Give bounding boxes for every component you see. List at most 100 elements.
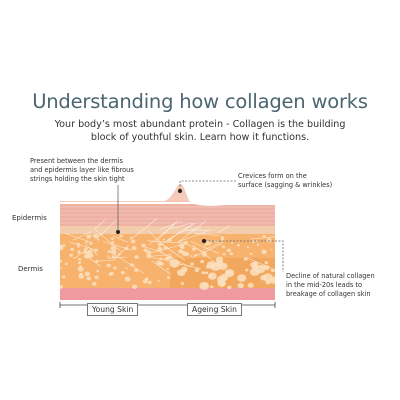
- dermis-cell: [110, 249, 117, 255]
- dermis-cell: [131, 284, 138, 289]
- dermis-cell: [61, 275, 66, 279]
- annotation-fibrous-line-3: strings holding the skin tight: [30, 174, 125, 183]
- dermis-cell: [130, 239, 136, 244]
- dermis-cell: [190, 262, 194, 266]
- dermis-cell: [124, 246, 129, 251]
- dermis-cell: [120, 270, 125, 275]
- dermis-cell: [204, 271, 209, 275]
- dermis-cell: [194, 254, 198, 257]
- dermis-cell: [221, 238, 225, 241]
- dermis-cell: [60, 245, 64, 251]
- dermis-cell: [192, 247, 196, 251]
- subtitle-line-2: block of youthful skin. Learn how it fun…: [90, 131, 310, 143]
- dermis-cell: [226, 248, 232, 253]
- dermis-cell: [69, 253, 73, 257]
- dermis-cell: [204, 243, 207, 246]
- dermis-cell: [110, 243, 114, 246]
- dermis-cell: [143, 248, 148, 252]
- dermis-cell: [110, 246, 117, 251]
- collagen-fiber: [93, 220, 106, 230]
- dermis-cell: [221, 245, 226, 249]
- leader-collagen-decline: [205, 240, 284, 272]
- dermis-cell: [159, 257, 163, 261]
- dermis-cell: [194, 268, 200, 273]
- dermis-cell: [201, 271, 205, 275]
- dermis-cell: [243, 257, 248, 261]
- marker-fibrous-strings: [116, 230, 120, 234]
- dermis-cell: [203, 282, 208, 287]
- dermis-cell: [142, 279, 148, 284]
- dermis-cell: [92, 282, 97, 286]
- dermis-cell: [60, 267, 62, 270]
- dermis-cell: [157, 246, 163, 252]
- annotation-crevices-line-1: Crevices form on the: [238, 172, 307, 180]
- dermis-cell: [266, 238, 272, 243]
- dermis-cell: [247, 282, 254, 288]
- dermis-cell: [134, 268, 139, 272]
- dermis-cell: [166, 267, 169, 270]
- dermis-cell: [76, 242, 81, 247]
- dermis-cell: [109, 271, 114, 276]
- dermis-cell: [205, 240, 212, 246]
- annotation-fibrous-line-1: Present between the dermis: [30, 157, 123, 165]
- dermis-cell: [180, 282, 185, 285]
- dermis-cell: [230, 242, 234, 244]
- dermis-cell: [157, 242, 162, 246]
- dermis-cells: [60, 233, 275, 290]
- dermis-cell: [202, 252, 207, 257]
- dermis-cell: [246, 246, 250, 249]
- dermis-cell: [159, 261, 164, 266]
- collagen-fiber: [95, 229, 123, 253]
- dermis-cell: [77, 266, 84, 272]
- skin-layers: [60, 183, 275, 300]
- dermis-cell: [229, 252, 234, 256]
- collagen-fiber: [148, 224, 175, 246]
- dermis-cell: [94, 248, 98, 252]
- annotation-decline-line-2: in the mid-20s leads to: [286, 280, 363, 289]
- collagen-fiber: [130, 218, 158, 241]
- dermis-cell: [167, 238, 172, 242]
- collagen-fiber: [97, 219, 118, 239]
- page-title: Understanding how collagen works: [32, 90, 368, 113]
- epidermis-top-layer: [60, 183, 275, 202]
- dermis-cell: [261, 249, 267, 255]
- dermis-cell: [181, 266, 188, 273]
- dermis-cell: [96, 238, 100, 241]
- dermis-cell: [87, 249, 93, 254]
- collagen-fiber: [143, 246, 164, 253]
- dermis-cell: [124, 276, 131, 282]
- dermis-cell: [200, 259, 205, 264]
- dermis-cell: [93, 233, 99, 239]
- dermis-cell: [90, 253, 94, 256]
- dermis-cell: [162, 238, 165, 241]
- dermis-cell: [84, 250, 88, 254]
- annotation-fibrous-strings: Present between the dermis and epidermis…: [30, 157, 134, 183]
- collagen-fiber: [69, 241, 97, 251]
- collagen-fiber: [113, 253, 144, 274]
- dermis-cell: [130, 263, 135, 267]
- dermis-cell: [237, 274, 247, 282]
- dermis-cell: [205, 265, 210, 269]
- dermis-cell: [273, 235, 275, 238]
- dermis-cell: [111, 241, 115, 244]
- dermis-cell: [146, 250, 152, 255]
- dermis-cell: [208, 272, 217, 280]
- collagen-fiber: [170, 222, 192, 230]
- dermis-cell: [163, 246, 168, 250]
- dermis-cell: [256, 243, 260, 246]
- dermis-cell: [249, 252, 253, 256]
- dermis-cell: [218, 262, 228, 271]
- annotation-crevices-line-2: surface (sagging & wrinkles): [238, 180, 333, 189]
- dermis-cell: [62, 244, 66, 247]
- dermis-cell: [85, 241, 88, 244]
- dermis-cell: [107, 255, 109, 258]
- dermis-cell: [181, 251, 188, 256]
- dermis-cell: [84, 271, 91, 277]
- dermis-cell: [262, 273, 273, 282]
- dermis-cell: [78, 274, 85, 279]
- dermis-cell: [236, 243, 241, 247]
- dermis-cell: [183, 240, 189, 245]
- dermis-cell: [130, 236, 133, 239]
- base-layer: [60, 288, 275, 300]
